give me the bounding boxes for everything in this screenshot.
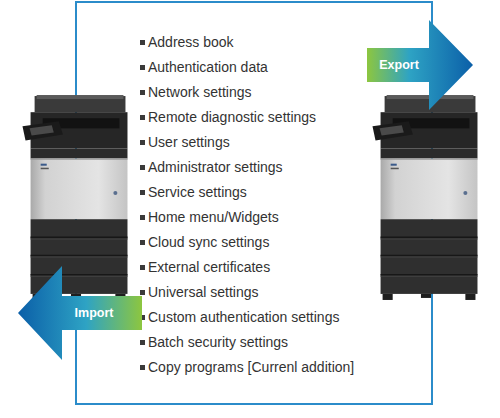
bullet-square [140, 140, 145, 145]
list-item-text: Home menu/Widgets [148, 208, 279, 226]
bullet-square [140, 215, 145, 220]
list-item-text: Address book [148, 33, 234, 51]
list-item-text: Service settings [148, 183, 247, 201]
arrow-body [367, 20, 473, 110]
left-printer [22, 95, 127, 300]
bullet-square [140, 165, 145, 170]
right-printer [372, 95, 477, 300]
bullet-square [140, 265, 145, 270]
bullet-square [140, 90, 145, 95]
export-arrow: Export [367, 20, 473, 110]
bullet-square [140, 65, 145, 70]
bullet-square [140, 40, 145, 45]
bullet-square [140, 290, 145, 295]
list-item-text: User settings [148, 133, 230, 151]
list-item-text: Copy programs [Currenl addition] [148, 358, 354, 376]
bullet-square [140, 115, 145, 120]
arrow-label: Export [367, 48, 431, 82]
list-item-text: Batch security settings [148, 333, 288, 351]
arrow-label: Import [46, 296, 142, 330]
list-item-text: External certificates [148, 258, 270, 276]
list-item-text: Authentication data [148, 58, 268, 76]
list-item-text: Administrator settings [148, 158, 283, 176]
list-item-text: Remote diagnostic settings [148, 108, 316, 126]
bullet-square [140, 190, 145, 195]
bullet-square [140, 240, 145, 245]
list-item-text: Cloud sync settings [148, 233, 269, 251]
arrow-body [18, 266, 142, 360]
bullet-square [140, 340, 145, 345]
list-item-text: Custom authentication settings [148, 308, 339, 326]
import-arrow: Import [18, 266, 142, 360]
list-item-text: Universal settings [148, 283, 259, 301]
list-item-text: Network settings [148, 83, 251, 101]
bullet-square [140, 365, 145, 370]
